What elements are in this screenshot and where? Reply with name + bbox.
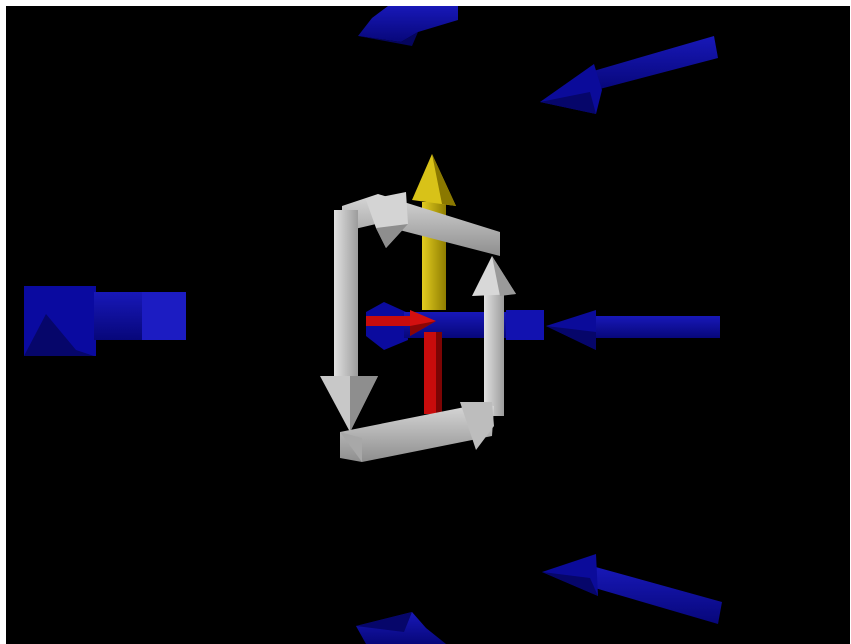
red-arrow — [366, 310, 442, 414]
field-arrow-left — [24, 286, 186, 356]
3d-viewport[interactable] — [6, 6, 850, 644]
field-arrow-top-right — [540, 36, 718, 114]
field-arrow-bottom-right — [542, 554, 722, 624]
field-arrow-bottom-left — [356, 612, 446, 644]
field-arrow-right — [546, 310, 720, 350]
field-arrow-top-left — [358, 6, 458, 46]
scene-canvas[interactable] — [6, 6, 850, 644]
current-loop — [320, 192, 516, 462]
